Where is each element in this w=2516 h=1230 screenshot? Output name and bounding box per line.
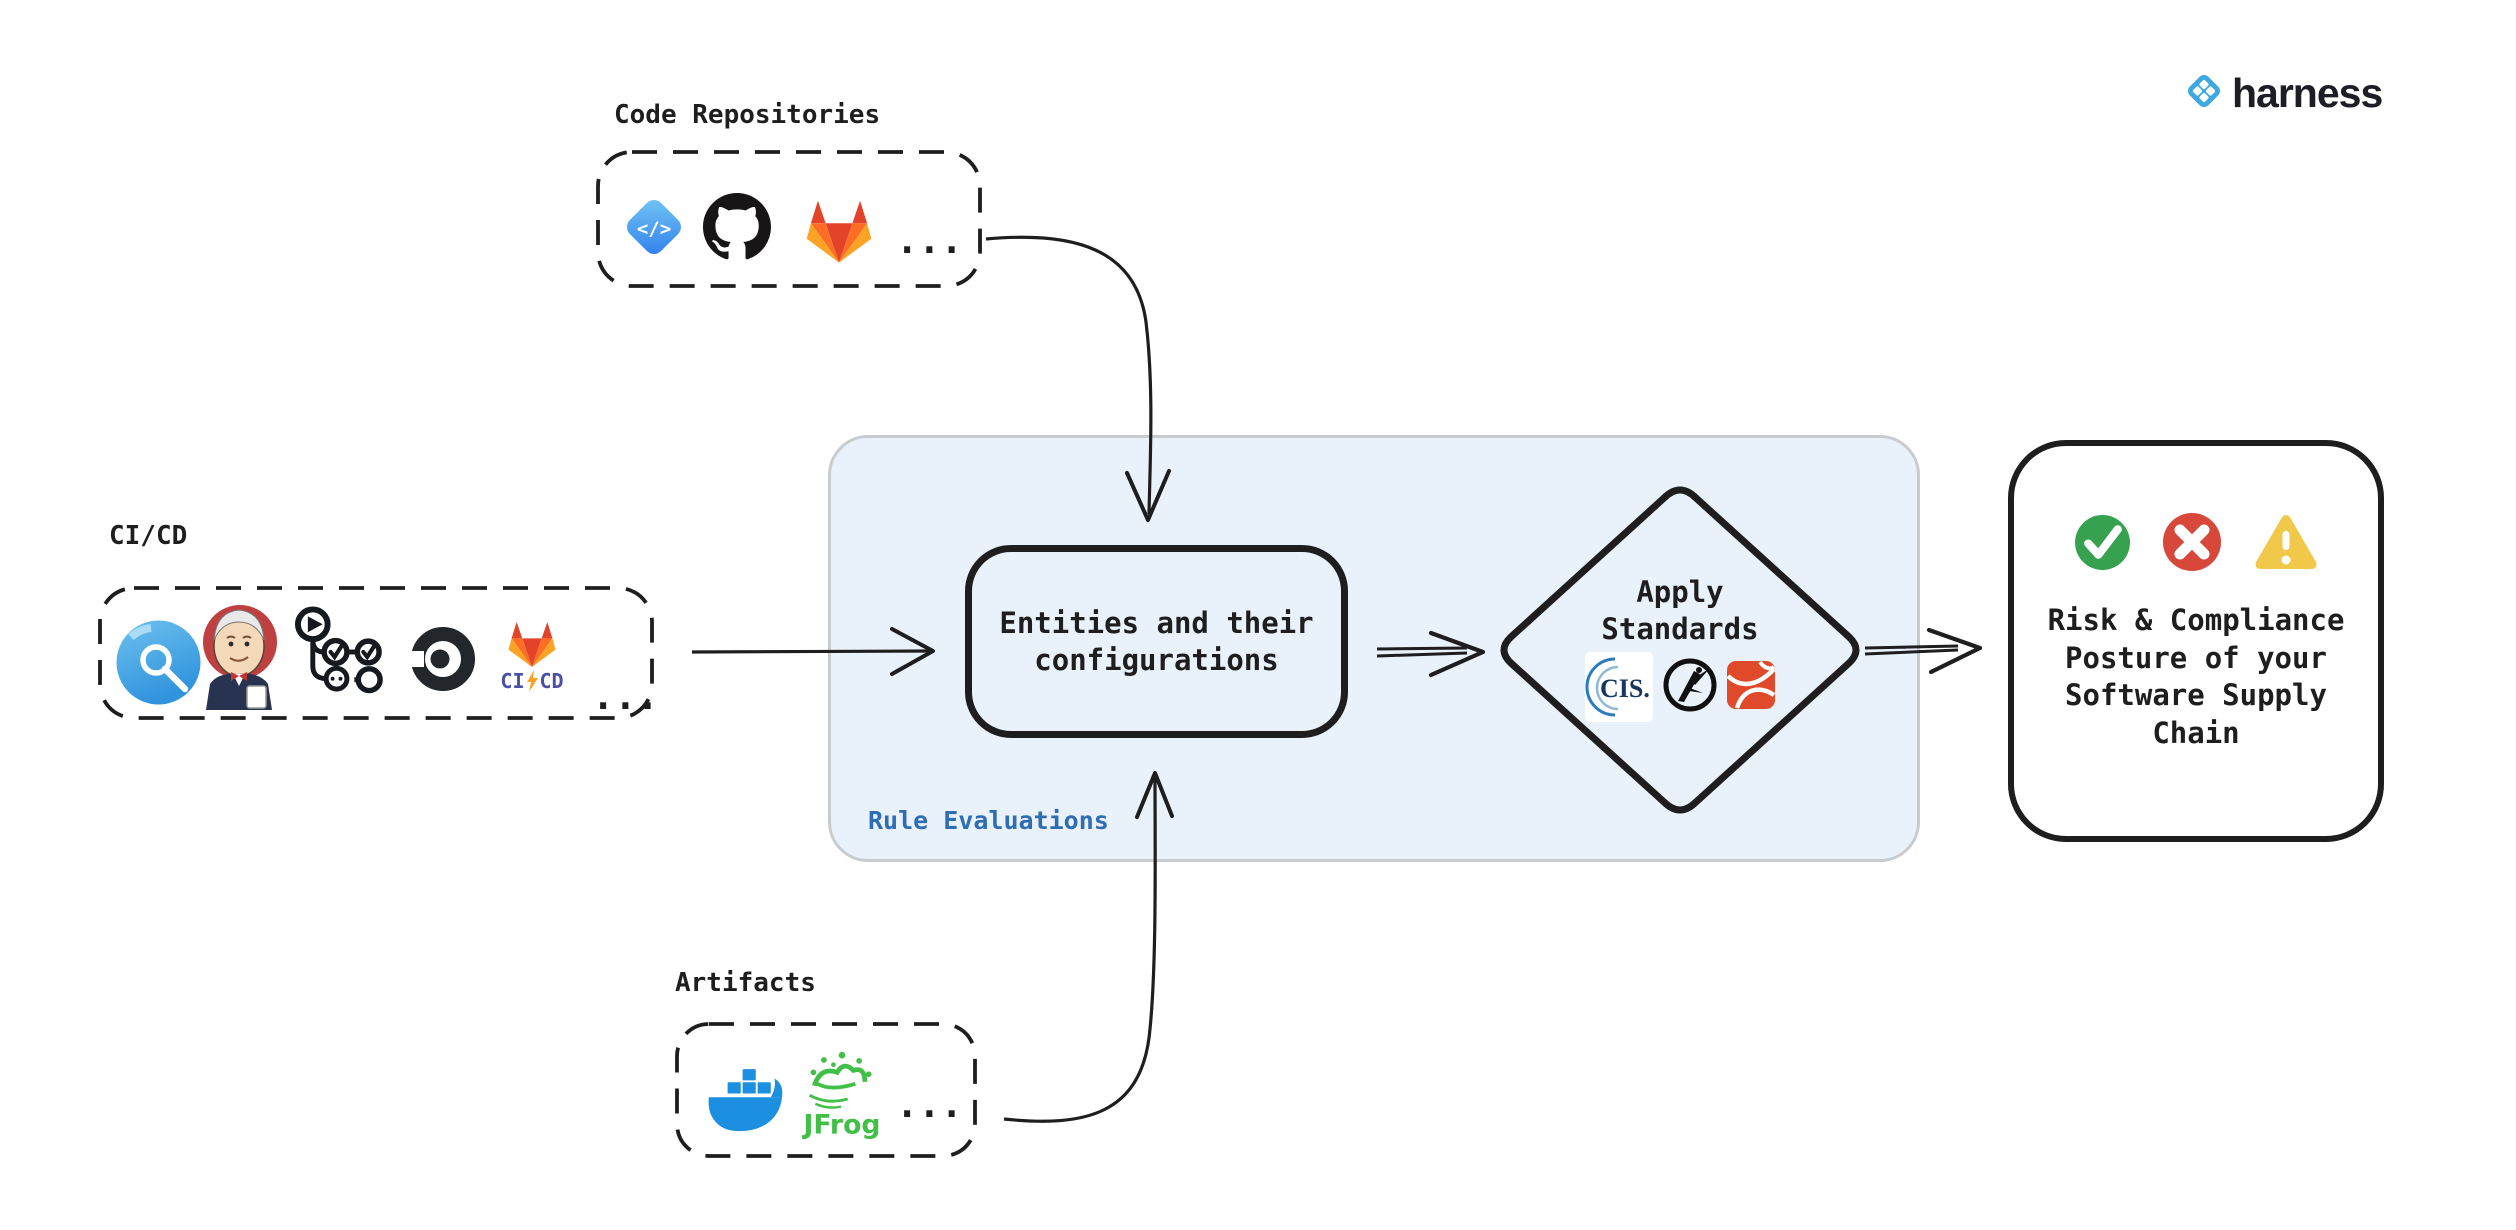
jfrog-icon: JFrog — [802, 1050, 882, 1152]
github-actions-icon — [294, 604, 387, 702]
circleci-icon — [408, 624, 478, 698]
artifacts-label: Artifacts — [675, 968, 816, 998]
jfrog-wordmark: JFrog — [802, 1109, 880, 1140]
risk-compliance-node: Risk & Compliance Posture of your Softwa… — [2008, 440, 2384, 842]
entities-node: Entities and their configurations — [965, 545, 1348, 738]
artifacts-more: ... — [896, 1083, 963, 1126]
harness-ci-icon — [115, 619, 202, 710]
cd-text: CD — [539, 669, 564, 693]
risk-compliance-label: Risk & Compliance Posture of your Softwa… — [2048, 602, 2345, 752]
standards-red-icon — [1726, 660, 1776, 713]
cicd-more: ... — [592, 675, 659, 718]
code-repositories-more: ... — [896, 219, 963, 262]
status-icons — [2074, 512, 2319, 576]
warning-icon — [2253, 512, 2319, 576]
harness-logo-icon — [2183, 70, 2225, 116]
ci-text: CI — [500, 669, 525, 693]
harness-code-icon: </> — [623, 196, 685, 262]
outcome-line2: Posture of your — [2065, 640, 2327, 675]
apply-line2: Standards — [1601, 612, 1759, 646]
gitlab-fox-icon — [508, 622, 556, 667]
jenkins-icon — [200, 598, 278, 714]
github-icon — [703, 193, 771, 265]
brand-wordmark: harness — [2232, 69, 2383, 116]
harness-brand: harness — [2183, 69, 2383, 116]
code-repositories-label: Code Repositories — [614, 100, 881, 130]
outcome-line1: Risk & Compliance — [2047, 603, 2345, 637]
apply-standards-label: Apply Standards — [1492, 574, 1868, 648]
fail-x-icon — [2162, 512, 2222, 576]
svg-text:</>: </> — [637, 218, 671, 240]
entities-line1: Entities and their — [999, 605, 1314, 640]
outcome-line4: Chain — [2152, 715, 2240, 750]
gitlab-cicd-text: CI CD — [500, 669, 564, 693]
svg-text:CIS.: CIS. — [1600, 674, 1650, 703]
apply-line1: Apply — [1636, 575, 1724, 609]
owasp-icon — [1662, 657, 1718, 717]
cis-benchmark-icon: CIS. — [1585, 652, 1653, 722]
apply-standards-node — [1492, 478, 1868, 822]
gitlab-cicd-icon: CI CD — [490, 620, 574, 692]
cicd-label: CI/CD — [109, 521, 188, 551]
pass-check-icon — [2074, 514, 2131, 575]
standards-icons: CIS. — [1492, 652, 1868, 722]
docker-icon — [705, 1056, 799, 1152]
rule-evaluations-label: Rule Evaluations — [868, 806, 1109, 835]
outcome-line3: Software Supply — [2065, 678, 2327, 712]
gitlab-icon — [803, 198, 875, 268]
lightning-icon — [526, 670, 538, 692]
entities-line2: configurations — [1034, 642, 1279, 677]
